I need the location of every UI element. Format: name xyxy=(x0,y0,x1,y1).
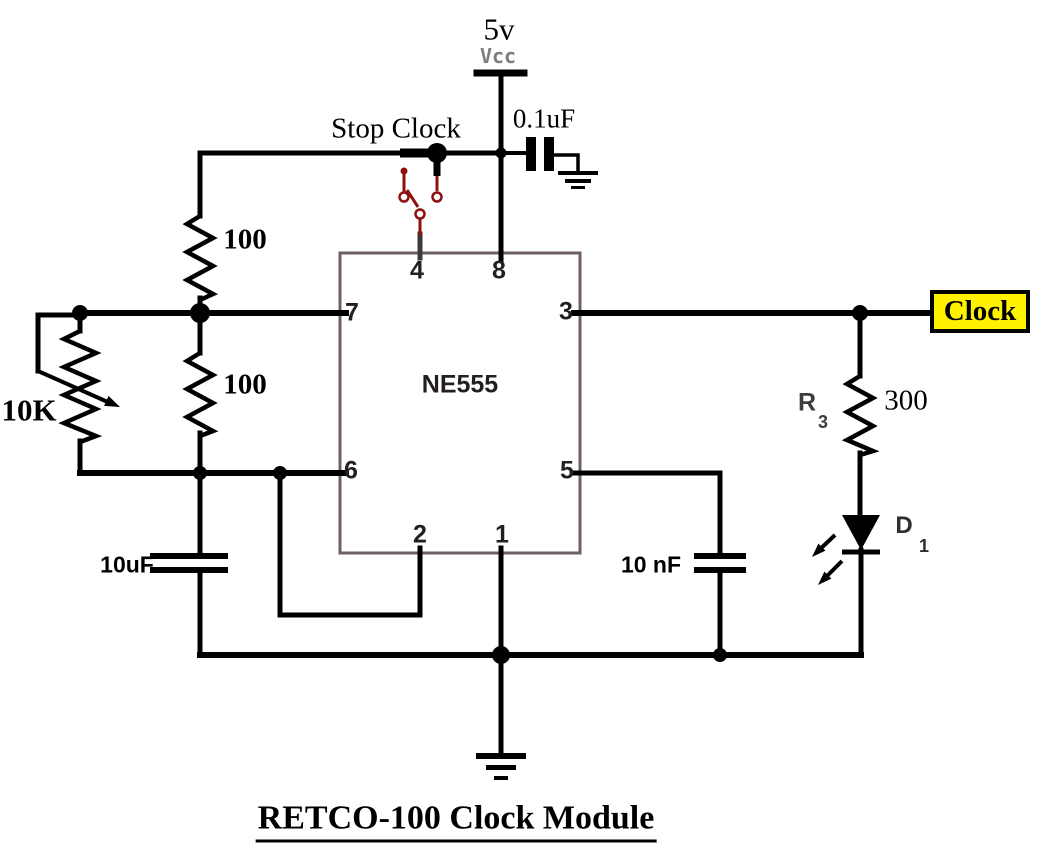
bypass-capacitor-label: 0.1uF xyxy=(512,103,576,134)
wires xyxy=(35,69,933,756)
small-ground-icon xyxy=(558,171,598,189)
pin-2-label: 2 xyxy=(413,520,427,549)
pin-1-label: 1 xyxy=(495,520,509,549)
resistor-r1-icon xyxy=(182,214,219,303)
resistor-r2-icon xyxy=(182,351,219,439)
potentiometer-label: 10K xyxy=(1,392,57,428)
led-subscript: 1 xyxy=(918,536,930,556)
resistor-r3-value: 300 xyxy=(884,384,928,417)
control-capacitor-icon xyxy=(694,553,746,573)
resistor-r3-icon xyxy=(841,374,880,458)
led-icon xyxy=(812,515,880,585)
resistor-r2-label: 100 xyxy=(223,368,267,401)
pin-8-label: 8 xyxy=(492,256,506,285)
supply-voltage-label: 5v xyxy=(483,11,515,47)
resistor-r3-subscript: 3 xyxy=(817,412,829,432)
clock-output-badge: Clock xyxy=(930,290,1030,333)
timing-capacitor-icon xyxy=(150,553,228,573)
control-capacitor-label: 10 nF xyxy=(620,551,682,578)
wire-pin2-loop xyxy=(277,470,423,618)
ic-body xyxy=(338,251,582,555)
switch-lever xyxy=(405,189,420,208)
stop-clock-label: Stop Clock xyxy=(331,112,461,145)
resistor-r3-name: R xyxy=(797,388,817,417)
led-name: D xyxy=(895,512,913,539)
potentiometer-icon xyxy=(37,328,120,445)
pin-6-label: 6 xyxy=(344,456,358,485)
junction-dots xyxy=(72,143,868,664)
resistor-r1-label: 100 xyxy=(223,223,267,256)
schematic-title: RETCO-100 Clock Module xyxy=(255,800,657,843)
pin-4-label: 4 xyxy=(410,256,424,285)
pin-3-label: 3 xyxy=(559,297,573,326)
stop-clock-switch-icon xyxy=(398,148,443,236)
pin-7-label: 7 xyxy=(345,298,359,327)
vcc-label: Vcc xyxy=(479,44,517,68)
wire-pot-bracket xyxy=(35,312,83,374)
ground-icon xyxy=(476,753,526,780)
clock-output-label: Clock xyxy=(943,295,1017,327)
pin-5-label: 5 xyxy=(560,456,574,485)
ic-name-label: NE555 xyxy=(421,370,499,399)
pot-wiper-arrow xyxy=(37,369,111,405)
bypass-capacitor-icon xyxy=(506,137,598,189)
timing-capacitor-label: 10uF xyxy=(100,551,154,578)
